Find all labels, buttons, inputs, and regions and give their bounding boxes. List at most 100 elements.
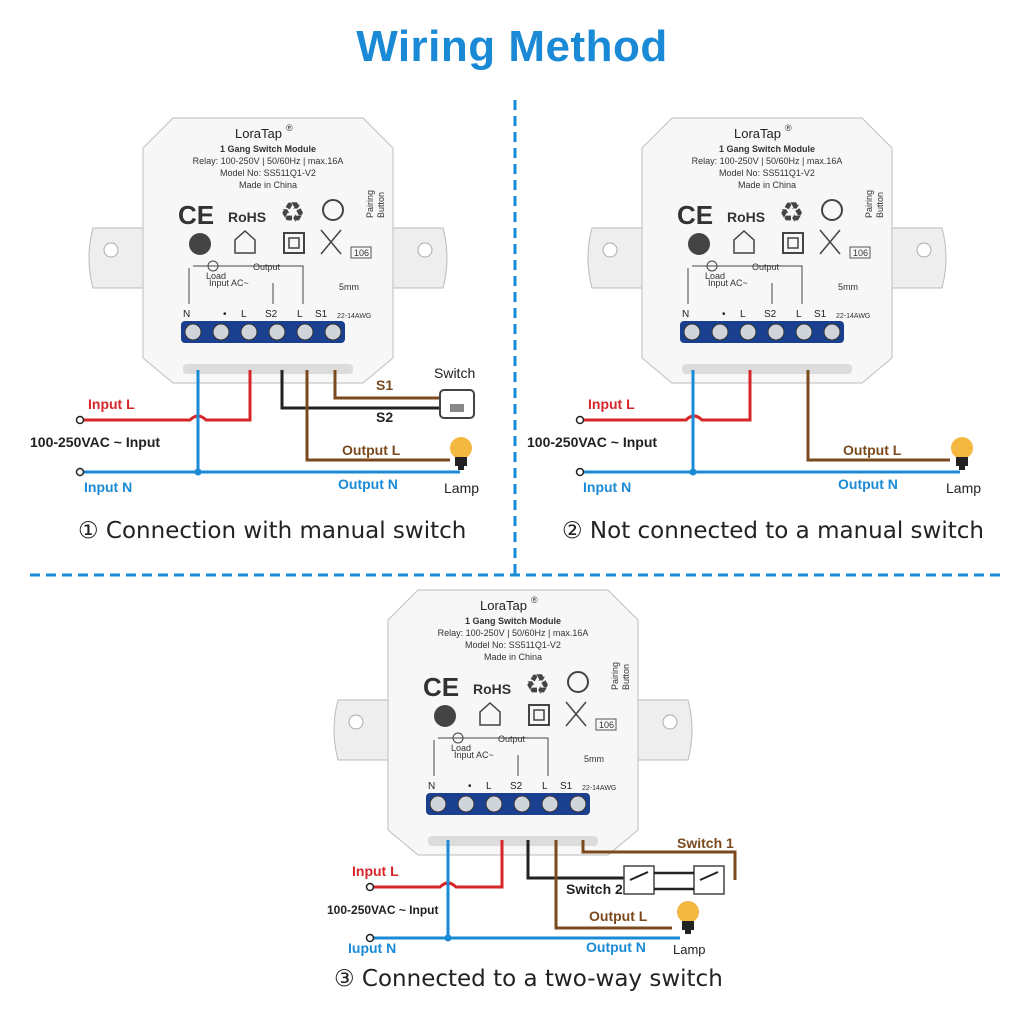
voltage-label: 100-250VAC ~ Input: [327, 903, 438, 917]
module-pairing: Pairing: [365, 190, 375, 218]
svg-text:LoraTap: LoraTap: [734, 126, 781, 141]
caption-panel-2: ② Not connected to a manual switch: [562, 518, 984, 544]
ce-mark: CE: [178, 200, 214, 230]
module-name: 1 Gang Switch Module: [220, 144, 316, 154]
svg-text:Made in China: Made in China: [738, 180, 796, 190]
switch-1-label: Switch 1: [677, 835, 734, 851]
person-icon: [322, 199, 344, 221]
output-n-label: Output N: [338, 476, 398, 492]
green-dot-icon: [434, 705, 456, 727]
caption-panel-1: ① Connection with manual switch: [78, 518, 467, 544]
input-n-label: Input N: [84, 479, 132, 495]
voltage-label: 100-250VAC ~ Input: [527, 434, 657, 450]
load-label: Load: [206, 271, 226, 281]
svg-text:L: L: [542, 781, 548, 792]
svg-text:Button: Button: [875, 192, 885, 218]
svg-text:•: •: [722, 309, 726, 320]
svg-text:®: ®: [531, 595, 538, 605]
input-l-label: Input L: [88, 396, 135, 412]
voltage-label: 100-250VAC ~ Input: [30, 434, 160, 450]
module-reg: ®: [286, 123, 293, 133]
svg-text:®: ®: [785, 123, 792, 133]
terminal-n: N: [183, 309, 190, 320]
terminal-block: [425, 792, 591, 816]
ce-mark: CE: [677, 200, 713, 230]
weee-bin-icon: [819, 229, 841, 255]
module-relay: Relay: 100-250V | 50/60Hz | max.16A: [193, 156, 344, 166]
svg-text:L: L: [486, 781, 492, 792]
double-insulation-icon: [283, 232, 305, 254]
home-icon: [234, 229, 256, 254]
svg-text:22-14AWG: 22-14AWG: [836, 313, 870, 320]
switch-2-icon: [623, 865, 655, 895]
weee-bin-icon: [565, 701, 587, 727]
svg-text:S1: S1: [560, 781, 573, 792]
green-dot-icon: [688, 233, 710, 255]
svg-text:5mm: 5mm: [584, 754, 604, 764]
rohs-mark: RoHS: [228, 209, 266, 225]
input-l-label: Input L: [588, 396, 635, 412]
output-n-label: Output N: [586, 939, 646, 955]
switch-1-icon: [693, 865, 725, 895]
person-icon: [567, 671, 589, 693]
rohs-mark: RoHS: [727, 209, 765, 225]
person-icon: [821, 199, 843, 221]
input-n-label: Iuput N: [348, 940, 396, 956]
panel-1: LoraTap ® 1 Gang Switch Module Relay: 10…: [30, 117, 479, 496]
lamp-label: Lamp: [946, 480, 981, 496]
double-insulation-icon: [528, 704, 550, 726]
svg-text:1 Gang Switch Module: 1 Gang Switch Module: [465, 616, 561, 626]
svg-text:Button: Button: [621, 664, 631, 690]
lamp-label: Lamp: [444, 480, 479, 496]
svg-text:Input AC~: Input AC~: [454, 750, 494, 760]
terminal-s1: S1: [315, 309, 328, 320]
terminal-block: [180, 320, 346, 344]
panel-3: LoraTap ® 1 Gang Switch Module Relay: 10…: [327, 589, 737, 957]
svg-text:LoraTap: LoraTap: [480, 598, 527, 613]
svg-text:5mm: 5mm: [838, 282, 858, 292]
input-l-label: Input L: [352, 863, 399, 879]
output-l-label: Output L: [342, 442, 401, 458]
module-model: Model No: SS511Q1-V2: [220, 168, 316, 178]
switch-module: LoraTap ® 1 Gang Switch Module Relay: 10…: [88, 117, 448, 384]
module-brand: LoraTap: [235, 126, 282, 141]
svg-text:Output: Output: [752, 262, 780, 272]
svg-text:Relay: 100-250V | 50/60Hz | ma: Relay: 100-250V | 50/60Hz | max.16A: [438, 628, 589, 638]
svg-text:Model No: SS511Q1-V2: Model No: SS511Q1-V2: [719, 168, 815, 178]
svg-text:N: N: [682, 309, 689, 320]
svg-text:106: 106: [599, 720, 614, 730]
page-title: Wiring Method: [356, 22, 668, 71]
output-n-label: Output N: [838, 476, 898, 492]
switch-module: LoraTap ® 1 Gang Switch Module Relay: 10…: [587, 117, 947, 384]
svg-text:L: L: [796, 309, 802, 320]
input-n-label: Input N: [583, 479, 631, 495]
home-icon: [479, 701, 501, 726]
switch-2-label: Switch 2: [566, 881, 623, 897]
panel-2: LoraTap ® 1 Gang Switch Module Relay: 10…: [527, 117, 981, 496]
lamp-icon: [951, 437, 973, 470]
green-dot-icon: [189, 233, 211, 255]
svg-text:N: N: [428, 781, 435, 792]
terminal-l: L: [241, 309, 247, 320]
lamp-label: Lamp: [673, 942, 706, 957]
input-ac-label: Input AC~: [209, 278, 249, 288]
module-button: Button: [376, 192, 386, 218]
svg-text:Relay: 100-250V | 50/60Hz | ma: Relay: 100-250V | 50/60Hz | max.16A: [692, 156, 843, 166]
terminal-s2: S2: [265, 309, 278, 320]
svg-text:Output: Output: [498, 734, 526, 744]
wire-length: 5mm: [339, 282, 359, 292]
svg-text:1 Gang Switch Module: 1 Gang Switch Module: [719, 144, 815, 154]
svg-text:•: •: [468, 781, 472, 792]
weee-bin-icon: [320, 229, 342, 255]
svg-text:S2: S2: [510, 781, 523, 792]
output-label: Output: [253, 262, 281, 272]
recycle-icon: ♻: [525, 669, 550, 700]
svg-text:•: •: [223, 309, 227, 320]
switch-label: Switch: [434, 365, 475, 381]
svg-text:Load: Load: [451, 743, 471, 753]
svg-text:Pairing: Pairing: [864, 190, 874, 218]
output-l-label: Output L: [589, 908, 648, 924]
svg-text:Made in China: Made in China: [484, 652, 542, 662]
ce-mark: CE: [423, 672, 459, 702]
